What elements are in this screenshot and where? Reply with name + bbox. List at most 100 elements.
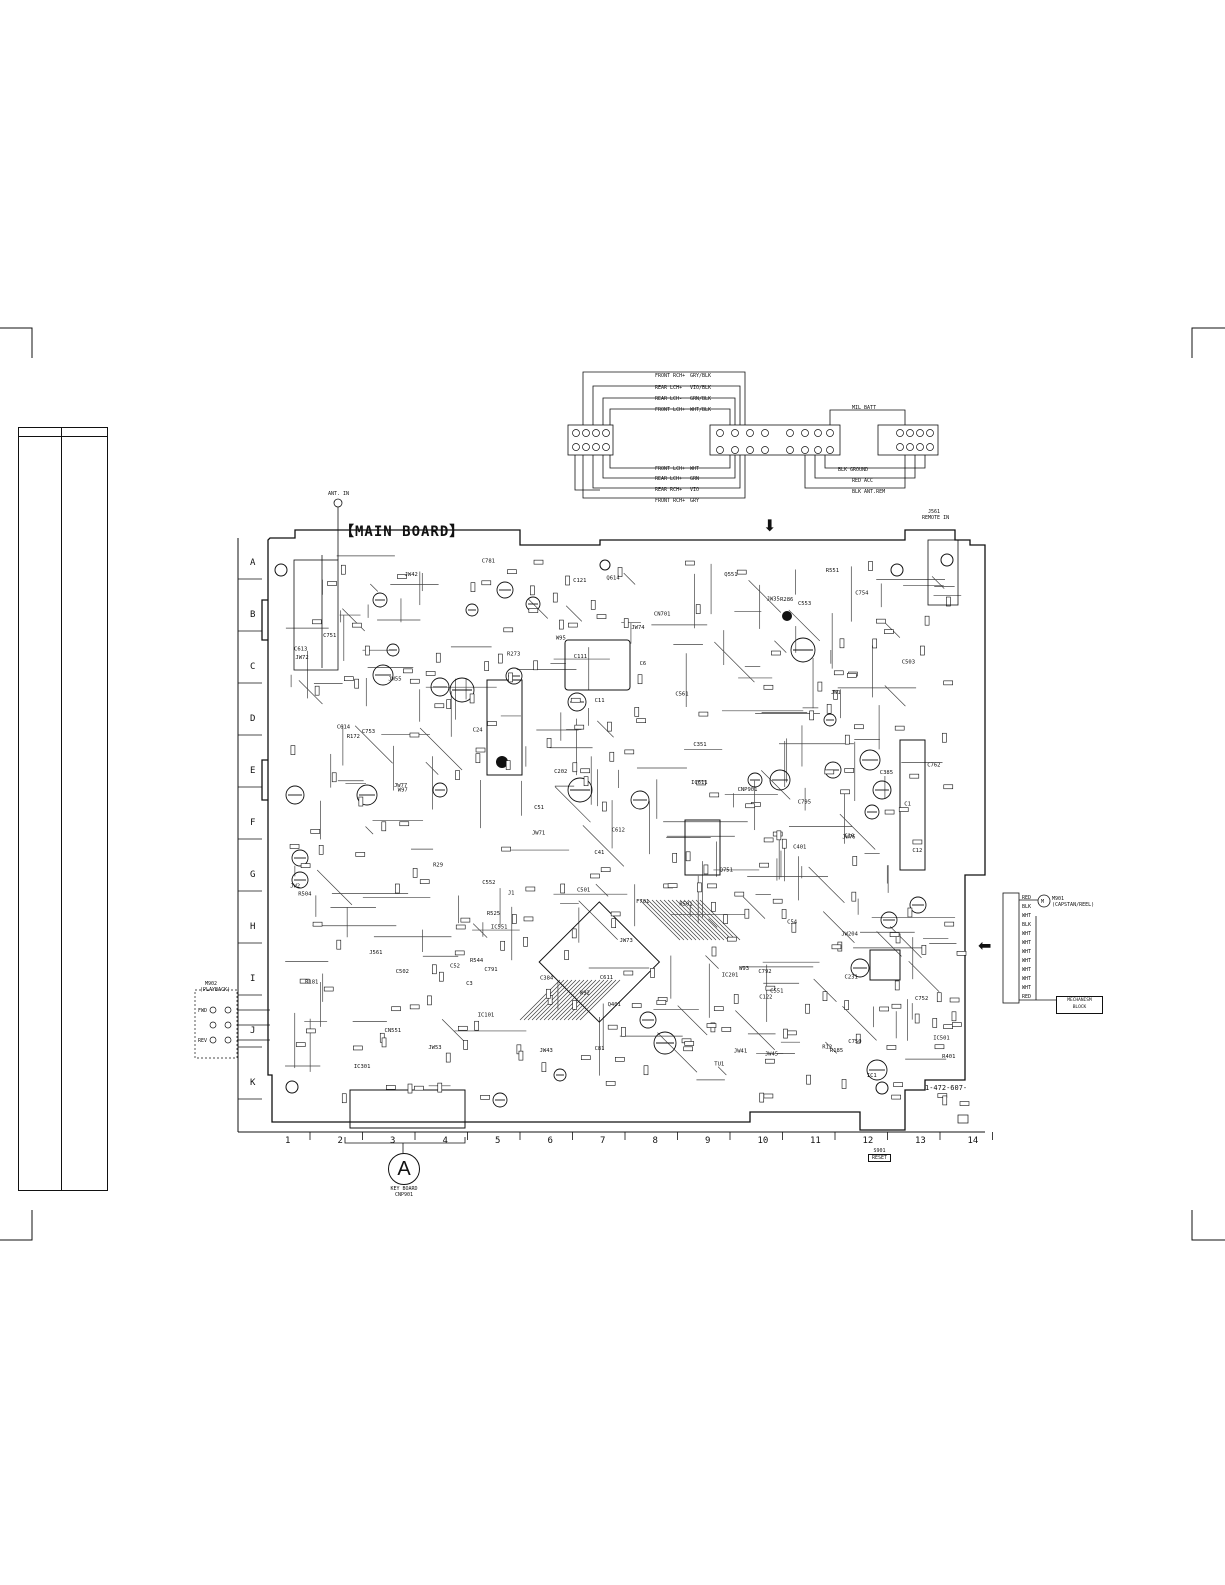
motor-label-1: M901 (1052, 896, 1064, 902)
col-label: 7 (600, 1136, 605, 1146)
ref-caption-1: KEY BOARD (390, 1186, 418, 1192)
remote-label-1: J561 (928, 509, 940, 515)
component-label: C614 (337, 725, 351, 731)
capacitor-icon (769, 769, 791, 791)
component-label: C561 (675, 691, 688, 697)
s901-label: S901 (873, 1148, 886, 1154)
right-wire-label: WHT (1022, 958, 1031, 964)
component-label: Q751 (720, 867, 733, 873)
col-label: 5 (495, 1136, 500, 1146)
component-label: JW42 (405, 572, 418, 578)
component-label: C753 (362, 729, 375, 735)
component-label: CN701 (654, 612, 671, 618)
component-label: W95 (556, 636, 566, 642)
right-label-2: RED ACC (852, 478, 873, 484)
component-label: C384 (540, 975, 554, 981)
capacitor-icon (653, 1031, 677, 1055)
row-label: J (250, 1026, 255, 1036)
component-label: C24 (473, 727, 484, 733)
component-label: R504 (298, 892, 312, 898)
left-switch-pin-0: FWD (198, 1008, 207, 1014)
top-connector-labels: FRONT RCH+ REAR LCH+ REAR LCH- FRONT LCH… (655, 373, 885, 504)
ic-large-top (564, 639, 631, 691)
component-label: C81 (595, 1046, 605, 1052)
col-label: 12 (863, 1136, 874, 1146)
ic551 (869, 949, 901, 981)
component-label: C751 (323, 633, 336, 639)
ics (349, 639, 926, 1129)
component-label: JW1 (831, 690, 841, 696)
component-label: CNP901 (738, 787, 758, 793)
component-label: JW204 (841, 931, 858, 937)
mech-label-1: MECHANISM (1067, 998, 1092, 1003)
component-label: C11 (595, 698, 605, 704)
capacitor-icon (285, 785, 305, 805)
component-label: Q401 (608, 1002, 621, 1008)
component-label: C122 (759, 994, 772, 1000)
left-switch-label-2: (PLAYBACK) (200, 987, 230, 993)
component-label: C111 (574, 654, 587, 660)
ic611-strip (899, 739, 926, 871)
component-label: Q551 (724, 572, 737, 578)
component-label: JW72 (295, 655, 308, 661)
left-arrow-icon: ⬅ (978, 936, 992, 955)
component-label: CN551 (385, 1028, 402, 1034)
row-label: K (250, 1078, 256, 1088)
row-label: E (250, 766, 255, 776)
col-label: 4 (443, 1136, 448, 1146)
component-label: C52 (450, 963, 460, 969)
component-label: R181 (305, 980, 318, 986)
top-wire-0: GRY/BLK (690, 373, 711, 379)
remote-label-2: REMOTE IN (922, 515, 949, 521)
mech-label-2: BLOCK (1072, 1005, 1087, 1010)
top-label-0: FRONT RCH+ (655, 373, 685, 379)
capacitor-icon (432, 782, 448, 798)
component-label: F701 (636, 899, 649, 905)
ic501 (538, 901, 661, 1023)
col-label: 2 (338, 1136, 343, 1146)
component-label: R172 (347, 734, 360, 740)
capacitor-icon (449, 677, 475, 703)
capacitor-icon (372, 664, 394, 686)
resistors (289, 559, 970, 1106)
component-label: Q614 (606, 576, 620, 582)
component-label: C792 (758, 969, 771, 975)
capacitor-icon (386, 643, 400, 657)
capacitor-icon (864, 804, 880, 820)
down-arrow-icon: ⬇ (763, 516, 777, 535)
capacitor-icon (430, 677, 450, 697)
right-wire-label: WHT (1022, 985, 1031, 991)
col-label: 6 (548, 1136, 553, 1146)
component-label: C750 (848, 1039, 861, 1045)
capacitor-icon (505, 667, 523, 685)
component-label: J1 (508, 891, 515, 897)
component-label: W97 (398, 788, 408, 794)
component-label: R525 (487, 911, 500, 917)
component-label: W92 (580, 991, 590, 997)
mechanism-block: MECHANISM BLOCK (1056, 996, 1103, 1014)
capacitor-icon (567, 777, 593, 803)
component-label: IC501 (933, 1035, 950, 1041)
component-label: IC101 (478, 1013, 495, 1019)
right-wire-label: WHT (1022, 931, 1031, 937)
side-index-column (18, 427, 108, 1191)
right-wire-label: WHT (1022, 913, 1031, 919)
crop-marks (0, 327, 1225, 1241)
top-connector-wiring (567, 371, 939, 499)
cnp901 (349, 1089, 466, 1129)
component-label: R551 (826, 568, 839, 574)
component-label: C612 (612, 827, 625, 833)
component-label: J561 (369, 950, 382, 956)
component-label: TU1 (714, 1062, 724, 1068)
component-label: JW77 (394, 783, 407, 789)
col-label: 14 (968, 1136, 979, 1146)
right-label-1: BLK GROUND (838, 467, 868, 473)
row-label: D (250, 714, 255, 724)
component-label: IC201 (722, 973, 739, 979)
bottom-wire-1: GRN (690, 476, 699, 482)
top-label-3: FRONT LCH+ (655, 407, 685, 413)
component-label: C752 (915, 996, 928, 1002)
left-switch-pin-1: REV (198, 1038, 207, 1044)
component-label: C503 (902, 659, 915, 665)
